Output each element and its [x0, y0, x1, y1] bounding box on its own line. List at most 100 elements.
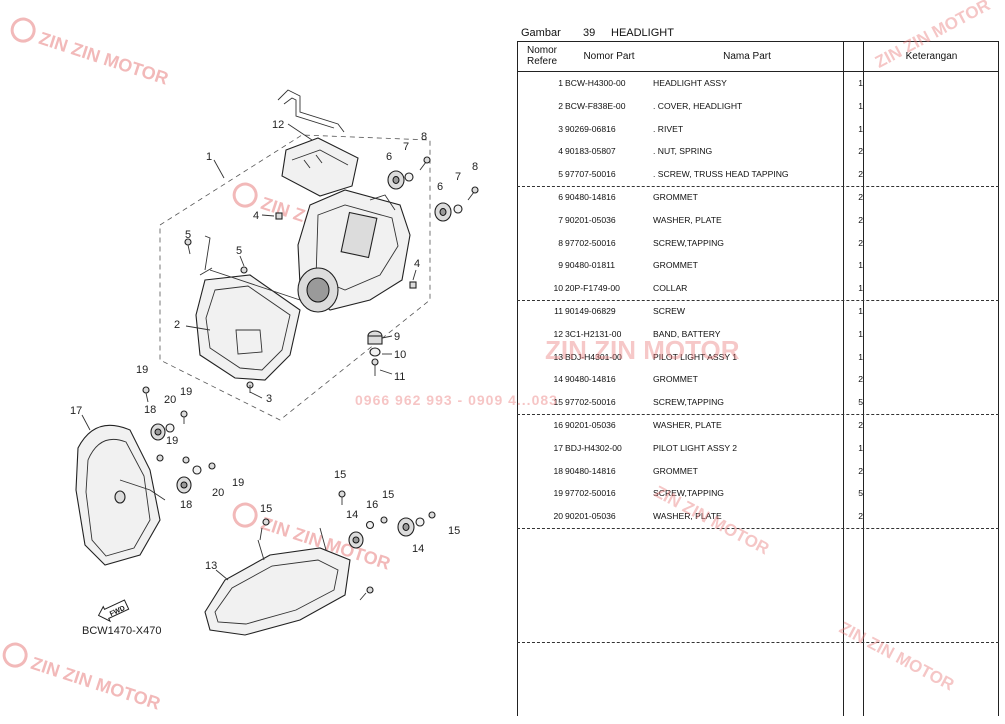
- row-part-no: BDJ-H4302-00: [565, 442, 622, 453]
- callout-14b: 14: [412, 543, 424, 555]
- diagram-canvas: ZIN ZIN MOTOR ZIN ZIN MOTOR ZIN ZIN MOTO…: [2, 17, 479, 714]
- col-divider: [863, 41, 864, 716]
- callout-15a: 15: [334, 469, 346, 481]
- row-ref: 9: [558, 260, 563, 271]
- row-qty: 1: [858, 306, 863, 316]
- col-header-name: Nama Part: [723, 51, 771, 62]
- col-header-ref: Nomor Refere: [517, 45, 567, 67]
- row-part-no: 3C1-H2131-00: [565, 328, 622, 339]
- callout-12: 12: [272, 119, 284, 131]
- callout-11: 11: [394, 371, 405, 383]
- row-name: SCREW: [653, 306, 685, 316]
- part-band-battery: [277, 89, 345, 133]
- row-qty: 2: [858, 214, 863, 225]
- row-name: WASHER, PLATE: [653, 511, 722, 522]
- group-divider: [517, 186, 999, 187]
- callout-9: 9: [394, 331, 400, 343]
- row-qty: 5: [858, 397, 863, 408]
- row-name: HEADLIGHT ASSY: [653, 78, 727, 88]
- row-ref: 2: [558, 100, 563, 111]
- watermark-brand-text: ZIN ZIN MOTOR: [29, 653, 163, 714]
- row-ref: 1: [558, 78, 563, 88]
- col-divider: [843, 41, 844, 716]
- row-ref: 15: [553, 397, 563, 408]
- callout-7a: 7: [403, 141, 409, 153]
- row-name: PILOT LIGHT ASSY 1: [653, 351, 738, 362]
- row-name: GROMMET: [653, 374, 698, 385]
- row-qty: 1: [858, 100, 863, 111]
- callout-15c: 15: [382, 489, 394, 501]
- row-name: GROMMET: [653, 465, 698, 476]
- part-pilot-light-assy-1: [204, 527, 351, 636]
- callout-8b: 8: [472, 161, 478, 173]
- callout-19d: 19: [232, 477, 244, 489]
- part-grommets-top: [387, 156, 479, 222]
- row-part-no: 90183-05807: [565, 146, 616, 157]
- row-qty: 2: [858, 237, 863, 248]
- row-part-no: 90201-05036: [565, 420, 616, 430]
- callout-13: 13: [205, 560, 217, 572]
- row-part-no: 97702-50016: [565, 397, 616, 408]
- row-ref: 6: [558, 192, 563, 202]
- row-ref: 20: [553, 511, 563, 522]
- row-part-no: BCW-H4300-00: [565, 78, 626, 88]
- callout-19c: 19: [166, 435, 178, 447]
- callout-17: 17: [70, 405, 82, 417]
- row-part-no: 90480-14816: [565, 465, 616, 476]
- exploded-diagram: ZIN ZIN MOTOR ZIN ZIN MOTOR ZIN ZIN MOTO…: [2, 17, 479, 714]
- figure-label: Gambar: [521, 27, 561, 39]
- part-small-screws: [184, 212, 417, 393]
- row-ref: 16: [553, 420, 563, 430]
- callout-6a: 6: [386, 151, 392, 163]
- callout-2: 2: [174, 319, 180, 331]
- watermark-logo-bottomleft: ZIN ZIN MOTOR: [2, 642, 163, 714]
- callout-19a: 19: [136, 364, 148, 376]
- row-qty: 1: [858, 442, 863, 453]
- row-qty: 1: [858, 351, 863, 362]
- row-name: COLLAR: [653, 283, 688, 294]
- callout-15b: 15: [260, 503, 272, 515]
- row-ref: 17: [553, 442, 563, 453]
- row-ref: 11: [554, 306, 563, 316]
- diagram-code: BCW1470-X470: [82, 625, 162, 637]
- row-part-no: 97707-50016: [565, 169, 616, 180]
- row-name: . NUT, SPRING: [653, 146, 713, 157]
- row-part-no: 90269-06816: [565, 123, 616, 134]
- row-ref: 10: [553, 283, 563, 294]
- row-part-no: BDJ-H4301-00: [565, 351, 622, 362]
- row-ref: 8: [558, 237, 563, 248]
- row-name: SCREW,TAPPING: [653, 397, 724, 408]
- row-qty: 1: [858, 260, 863, 271]
- group-divider: [517, 528, 999, 529]
- callout-4a: 4: [253, 210, 259, 222]
- callout-6b: 6: [437, 181, 443, 193]
- row-qty: 1: [858, 123, 863, 134]
- row-part-no: 97702-50016: [565, 488, 616, 499]
- part-headlight-body: [297, 189, 411, 313]
- row-ref: 18: [553, 465, 563, 476]
- row-name: WASHER, PLATE: [653, 214, 722, 225]
- row-qty: 1: [858, 78, 863, 88]
- row-name: PILOT LIGHT ASSY 2: [653, 442, 738, 453]
- row-name: BAND, BATTERY: [653, 328, 721, 339]
- row-name: . RIVET: [653, 123, 684, 134]
- row-qty: 5: [858, 488, 863, 499]
- col-divider: [998, 41, 999, 716]
- part-pilot-light-assy-2: [75, 424, 166, 566]
- callout-20a: 20: [164, 394, 176, 406]
- table-top-border: [517, 41, 999, 42]
- callout-19b: 19: [180, 386, 192, 398]
- figure-number: 39: [583, 27, 596, 39]
- col-header-part-no: Nomor Part: [583, 51, 635, 62]
- row-qty: 2: [858, 511, 863, 522]
